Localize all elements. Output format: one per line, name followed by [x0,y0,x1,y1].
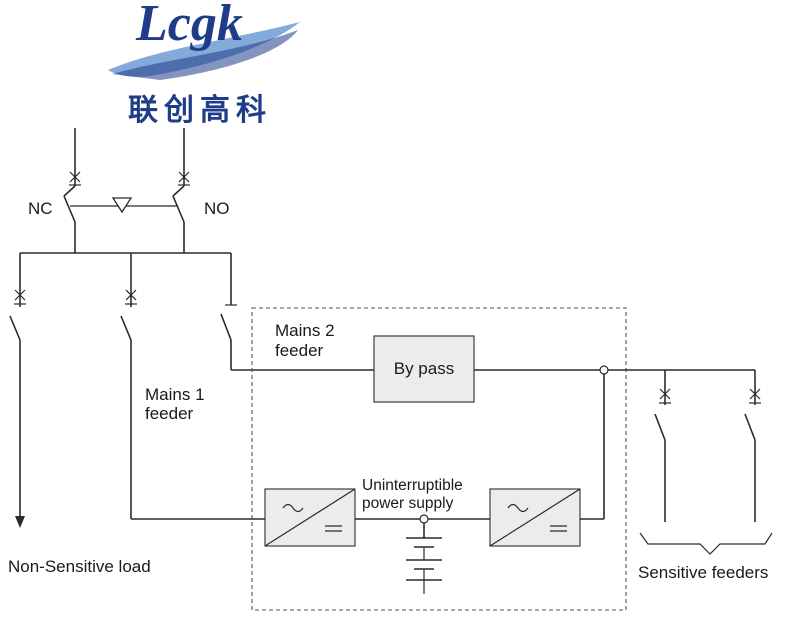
converter-diagonal [489,488,581,547]
junction-node-icon [599,365,609,375]
logo-chinese-name: 联创高科 [128,93,272,128]
non-sensitive-load-label: Non-Sensitive load [8,557,151,576]
breaker-cross-icon [659,388,671,404]
sensitive-switch-blade [654,413,666,441]
breaker-cross-icon [178,171,190,186]
nc-contact-stub [63,185,76,197]
logo-wordmark: Lcgk [135,0,243,52]
sensitive-switch-blade [744,413,756,441]
ac-sine-icon [282,503,304,513]
mains2-feeder: Mains 2 feeder [220,253,374,371]
bypass-unit: By pass [373,335,755,519]
arrow-down-icon [15,516,25,528]
logo-swoosh-dark [112,30,298,80]
ac-sine-icon [507,503,529,513]
battery-icon [406,537,442,594]
feeder-switch-blade [120,315,132,341]
no-switch-blade [172,195,185,223]
ups-enclosure [251,307,627,611]
logo-swoosh [108,22,300,77]
mains1-label-line1: Mains 1 [145,385,205,404]
non-sensitive-feeder: Non-Sensitive load [8,253,151,576]
incoming-switchgear: NC NO [28,128,230,253]
company-logo: Lcgk 联创高科 [108,0,300,128]
breaker-cross-icon [125,289,137,305]
rectifier-unit [264,488,356,547]
inverter-unit [489,488,604,547]
interlock-triangle-icon [111,197,133,214]
breaker-cross-icon [69,171,81,186]
mains1-label-line2: feeder [145,404,194,423]
no-contact-stub [172,185,185,197]
breaker-cross-icon [749,388,761,404]
dc-link: Uninterruptible power supply [355,477,490,594]
bypass-box [373,335,475,403]
breaker-cross-icon [14,289,26,305]
feeders-brace [639,532,773,555]
nc-switch-blade [63,195,76,223]
feeder-switch-blade [9,315,21,341]
ups-label-line2: power supply [362,495,454,512]
converter-diagonal [264,488,356,547]
sensitive-feeders-label: Sensitive feeders [638,563,768,582]
sensitive-feeders: Sensitive feeders [638,370,773,582]
nc-label: NC [28,199,53,218]
mains2-label-line2: feeder [275,341,324,360]
no-label: NO [204,199,230,218]
bypass-label: By pass [394,359,454,378]
ups-label-line1: Uninterruptible [362,477,463,494]
junction-node-icon [419,514,429,524]
feeder-switch-blade [220,313,232,341]
mains2-label-line1: Mains 2 [275,321,335,340]
mains1-feeder: Mains 1 feeder [120,253,265,520]
